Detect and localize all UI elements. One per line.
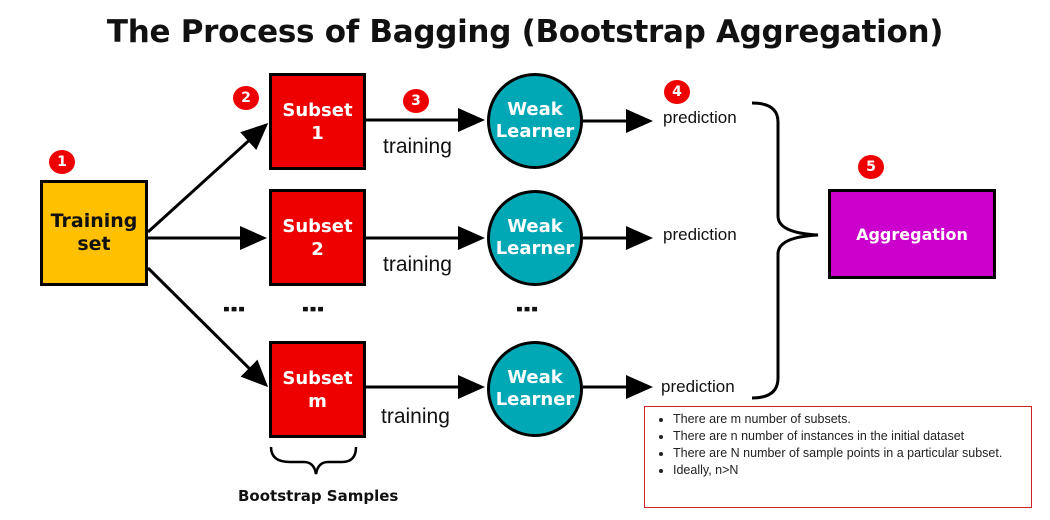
step-badge-4: 4 (664, 80, 690, 104)
training-label-2: training (383, 253, 452, 276)
training-set-box: Training set (40, 180, 148, 286)
ellipsis-dots-learners: ⋮ (511, 296, 541, 324)
notes-box: There are m number of subsets. There are… (644, 406, 1032, 508)
note-item: There are n number of instances in the i… (673, 428, 1023, 445)
diagram-title: The Process of Bagging (Bootstrap Aggreg… (106, 14, 944, 50)
subset-2-box: Subset 2 (269, 189, 366, 286)
ellipsis-dots-subsets: ⋮ (297, 296, 327, 324)
bootstrap-samples-label: Bootstrap Samples (238, 487, 399, 505)
prediction-brace (751, 101, 819, 400)
note-item: There are m number of subsets. (673, 411, 1023, 428)
prediction-label-m: prediction (661, 377, 735, 396)
weak-learner-2: Weak Learner (487, 190, 583, 286)
step-badge-5: 5 (858, 155, 884, 179)
weak-learner-m: Weak Learner (487, 341, 583, 437)
bootstrap-brace (269, 446, 358, 475)
arrow-train-to-subset-1 (146, 122, 269, 234)
training-label-1: training (383, 135, 452, 158)
ellipsis-dots-training: ⋮ (218, 296, 248, 324)
arrow-train-to-subset-m (146, 266, 269, 388)
aggregation-box: Aggregation (828, 189, 996, 279)
note-item: Ideally, n>N (673, 462, 1023, 479)
subset-m-box: Subset m (269, 341, 366, 438)
training-label-m: training (381, 405, 450, 428)
step-badge-2: 2 (233, 86, 259, 110)
step-badge-3: 3 (403, 89, 429, 113)
weak-learner-1: Weak Learner (487, 73, 583, 169)
prediction-label-2: prediction (663, 225, 737, 244)
subset-1-box: Subset 1 (269, 73, 366, 170)
step-badge-1: 1 (49, 150, 75, 174)
note-item: There are N number of sample points in a… (673, 445, 1023, 462)
prediction-label-1: prediction (663, 108, 737, 127)
